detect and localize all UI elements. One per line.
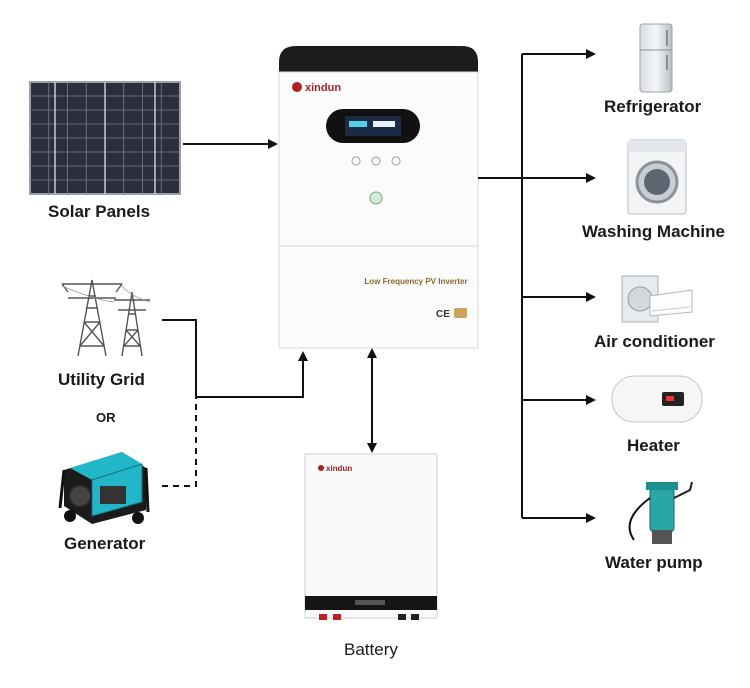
- battery-label: Battery: [344, 640, 398, 659]
- water-heater-icon: [611, 375, 703, 423]
- water-pump-icon: [628, 481, 693, 544]
- generator-label: Generator: [64, 534, 146, 553]
- refrigerator-label: Refrigerator: [604, 97, 702, 116]
- solar-panel-icon: [29, 81, 181, 195]
- generator-icon: [58, 452, 150, 524]
- generator-dashed-link: [162, 397, 197, 487]
- air-conditioner-label: Air conditioner: [594, 332, 715, 351]
- heater-label: Heater: [627, 436, 680, 455]
- solar-panels-label: Solar Panels: [48, 202, 151, 221]
- inverter-unit: [278, 46, 479, 349]
- refrigerator-icon: [639, 23, 673, 93]
- connector-lines: [162, 49, 596, 523]
- washing-machine-icon: [627, 139, 687, 215]
- or-label: OR: [96, 410, 116, 425]
- battery-unit: [304, 453, 438, 620]
- inverter-brand: xindun: [305, 82, 341, 94]
- inverter-product-label: Low Frequency PV Inverter: [364, 277, 467, 286]
- utility-grid-label: Utility Grid: [58, 370, 145, 389]
- washing-machine-label: Washing Machine: [582, 222, 725, 241]
- air-conditioner-icon: [621, 275, 693, 323]
- ce-mark: CE: [436, 309, 450, 320]
- water-pump-label: Water pump: [605, 553, 703, 572]
- utility-grid-icon: [61, 279, 151, 357]
- battery-brand: xindun: [326, 464, 352, 473]
